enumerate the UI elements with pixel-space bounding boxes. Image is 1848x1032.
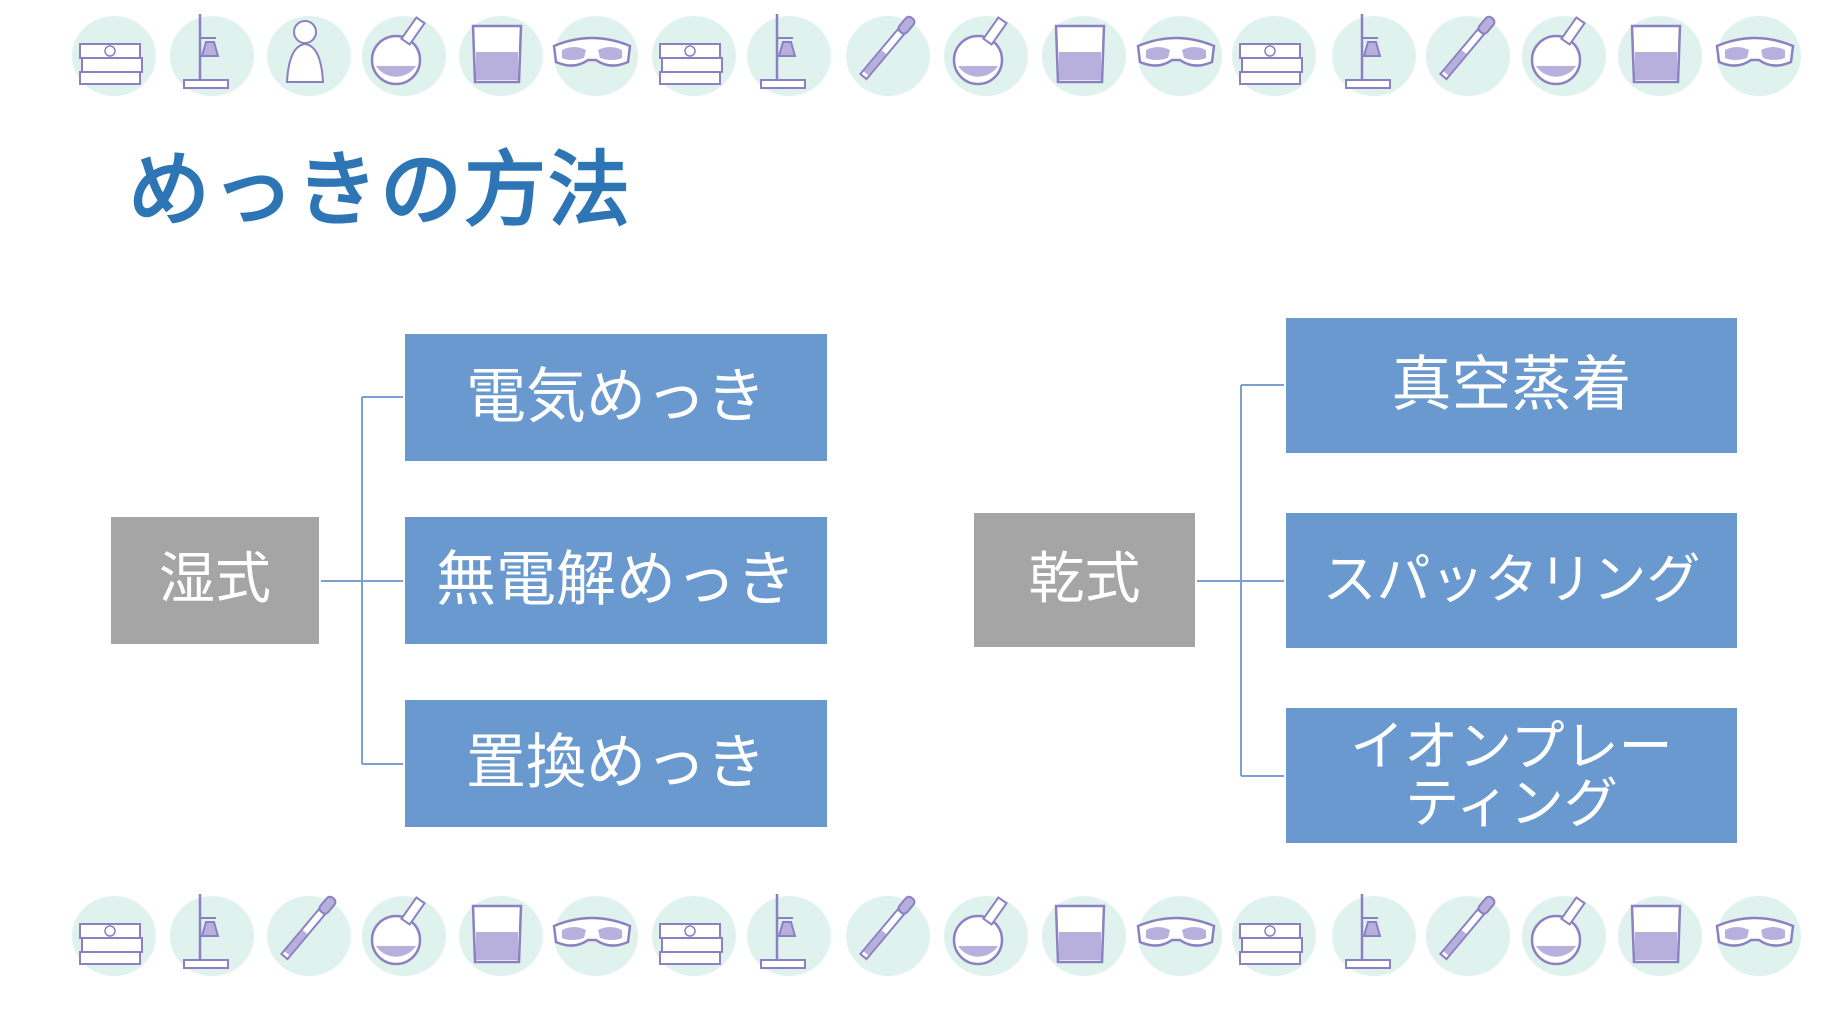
ring-stand-icon [170,894,254,976]
category-label: 湿式 [159,547,271,613]
method-electroplating: 電気めっき [403,332,829,463]
safety-goggles-icon [1136,896,1222,976]
category-wet: 湿式 [109,515,321,646]
category-dry: 乾式 [972,511,1197,649]
safety-goggles-icon [1136,16,1222,96]
safety-goggles-icon [552,16,638,96]
book-icon [652,16,736,96]
safety-goggles-icon [552,896,638,976]
round-flask-icon [944,16,1028,96]
beaker-icon [1042,16,1126,96]
method-label: スパッタリング [1322,548,1701,612]
method-label: 電気めっき [466,362,766,432]
method-vacuum-deposition: 真空蒸着 [1284,316,1739,455]
method-label: 真空蒸着 [1391,350,1632,420]
pipette-icon [267,895,351,976]
method-label: 無電解めっき [436,545,796,615]
beaker-icon [459,896,543,976]
pipette-icon [1426,895,1510,976]
ring-stand-icon [747,14,831,96]
slide-title: めっきの方法 [128,143,633,238]
round-flask-icon [944,896,1028,976]
beaker-icon [1042,896,1126,976]
method-label: イオンプレーティング [1350,714,1673,835]
decor-band-top [72,14,1801,96]
safety-goggles-icon [1715,16,1801,96]
method-ion-plating: イオンプレーティング [1284,706,1739,845]
beaker-icon [1618,896,1702,976]
round-flask-icon [362,16,446,96]
pipette-icon [1426,15,1510,96]
ring-stand-icon [1332,14,1416,96]
ring-stand-icon [170,14,254,96]
method-sputtering: スパッタリング [1284,511,1739,650]
method-displacement-plating: 置換めっき [403,698,829,829]
pipette-icon [846,895,930,976]
scientist-icon [267,16,351,96]
round-flask-icon [1522,896,1606,976]
method-label: 置換めっき [466,728,766,798]
safety-goggles-icon [1715,896,1801,976]
decor-band-bottom [72,894,1801,976]
pipette-icon [846,15,930,96]
book-icon [72,16,156,96]
category-label: 乾式 [1028,546,1141,612]
book-icon [72,896,156,976]
ring-stand-icon [1332,894,1416,976]
ring-stand-icon [747,894,831,976]
book-icon [1232,896,1316,976]
round-flask-icon [362,896,446,976]
book-icon [1232,16,1316,96]
method-electroless-plating: 無電解めっき [403,515,829,646]
beaker-icon [1618,16,1702,96]
round-flask-icon [1522,16,1606,96]
book-icon [652,896,736,976]
beaker-icon [459,16,543,96]
